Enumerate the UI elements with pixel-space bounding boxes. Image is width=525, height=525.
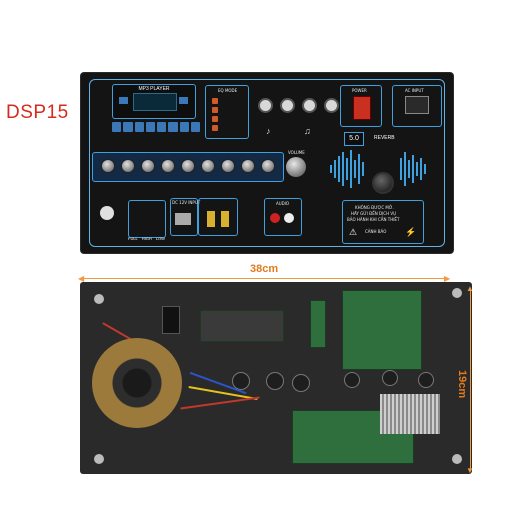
capacitor: [418, 372, 434, 388]
knob: [201, 159, 215, 173]
reverb-label: REVERB: [374, 135, 395, 141]
mount-hole: [94, 454, 104, 464]
eq-button: [212, 98, 218, 104]
toroidal-transformer: [92, 338, 182, 428]
height-dimension-line: [470, 290, 471, 470]
knob: [141, 159, 155, 173]
warning-line-3: BẢO HÀNH KHI CẦN THIẾT: [347, 217, 400, 222]
switch-label-low: LOW: [155, 236, 165, 241]
wire-red: [180, 396, 260, 410]
arrow-up-icon: ▲: [466, 284, 474, 293]
mode-switch-box: [128, 200, 166, 238]
knob: [101, 159, 115, 173]
guitar-icon: ♪: [266, 126, 271, 136]
eq-button: [212, 125, 218, 131]
height-label: 19cm: [456, 370, 468, 399]
ac-input-title: AC INPUT: [405, 88, 424, 93]
karaoke-icon: ♫: [304, 126, 311, 136]
key: [134, 122, 144, 132]
dc-input-label: DC 12V INPUT: [172, 200, 201, 205]
shock-icon: ⚡: [405, 227, 417, 237]
volume-knob: [286, 157, 306, 177]
version-display: 5.0: [344, 132, 364, 146]
speakon-jack: [100, 206, 114, 220]
audio-io-box: AUDIO: [264, 198, 302, 236]
knob: [241, 159, 255, 173]
capacitor: [382, 370, 398, 386]
mount-hole: [452, 288, 462, 298]
dc-terminal: [175, 213, 191, 225]
ac-socket: [405, 96, 429, 114]
knob: [121, 159, 135, 173]
key: [123, 122, 133, 132]
heatsink: [380, 394, 440, 434]
mic1-jack: [302, 98, 317, 113]
front-pcb-back: [200, 310, 284, 342]
eq-button: [212, 116, 218, 122]
model-title: DSP15: [6, 102, 69, 123]
rca-white: [284, 213, 294, 223]
mp3-control-keys: [112, 122, 200, 132]
mp3-title: MP3 PLAYER: [138, 86, 170, 92]
mp3-player-module: MP3 PLAYER: [112, 84, 196, 119]
key: [157, 122, 167, 132]
mount-hole: [94, 294, 104, 304]
rca-red: [270, 213, 280, 223]
fuse: [207, 211, 215, 227]
key: [168, 122, 178, 132]
power-rocker-switch: [353, 96, 371, 120]
power-title: POWER: [352, 88, 367, 93]
mount-hole: [452, 454, 462, 464]
volume-label: VOLUME: [288, 150, 305, 155]
usb-slot-icon: [119, 97, 128, 104]
fuse-box: [198, 198, 238, 236]
key: [190, 122, 200, 132]
switch-label-full: FULL: [128, 236, 138, 241]
reverb-knob: [372, 172, 394, 194]
mode-switch-labels: FULL HIGH LOW: [128, 236, 165, 241]
capacitor: [344, 372, 360, 388]
mic2-jack: [324, 98, 339, 113]
warning-box: KHÔNG ĐƯỢC MỞ. HÃY GỬI ĐẾN DỊCH VỤ BẢO H…: [342, 200, 424, 244]
width-dimension-line: [80, 278, 448, 279]
sd-slot-icon: [179, 97, 188, 104]
key: [179, 122, 189, 132]
main-pcb: [342, 290, 422, 370]
eq-button: [212, 107, 218, 113]
capacitor: [292, 374, 310, 392]
eq-mode-title: EQ MODE: [218, 88, 238, 93]
power-switch-back: [162, 306, 180, 334]
audio-label: AUDIO: [276, 201, 290, 206]
knob: [181, 159, 195, 173]
mp3-display: [133, 93, 177, 111]
eq-mode-module: EQ MODE: [205, 85, 249, 139]
knob: [161, 159, 175, 173]
knob: [261, 159, 275, 173]
knob-strip: [92, 152, 284, 182]
battery-jack: [258, 98, 273, 113]
warning-line-1: KHÔNG ĐƯỢC MỞ.: [355, 205, 394, 210]
fuse: [221, 211, 229, 227]
arrow-left-icon: ◀: [78, 274, 85, 283]
width-label: 38cm: [250, 263, 279, 275]
arrow-down-icon: ▼: [466, 466, 474, 475]
capacitor: [266, 372, 284, 390]
warning-icon: ⚠: [349, 227, 358, 237]
caution-label: CẢNH BÁO: [365, 229, 387, 234]
small-pcb: [310, 300, 326, 348]
key: [145, 122, 155, 132]
arrow-right-icon: ▶: [444, 274, 451, 283]
guitar-jack: [280, 98, 295, 113]
dc-input-box: DC 12V INPUT: [170, 198, 201, 236]
power-switch-module: POWER: [340, 85, 382, 127]
panel-border: [89, 79, 445, 247]
knob: [221, 159, 235, 173]
key: [112, 122, 122, 132]
ac-input-module: AC INPUT: [392, 85, 442, 127]
warning-line-2: HÃY GỬI ĐẾN DỊCH VỤ: [351, 211, 397, 216]
switch-label-high: HIGH: [141, 236, 152, 241]
